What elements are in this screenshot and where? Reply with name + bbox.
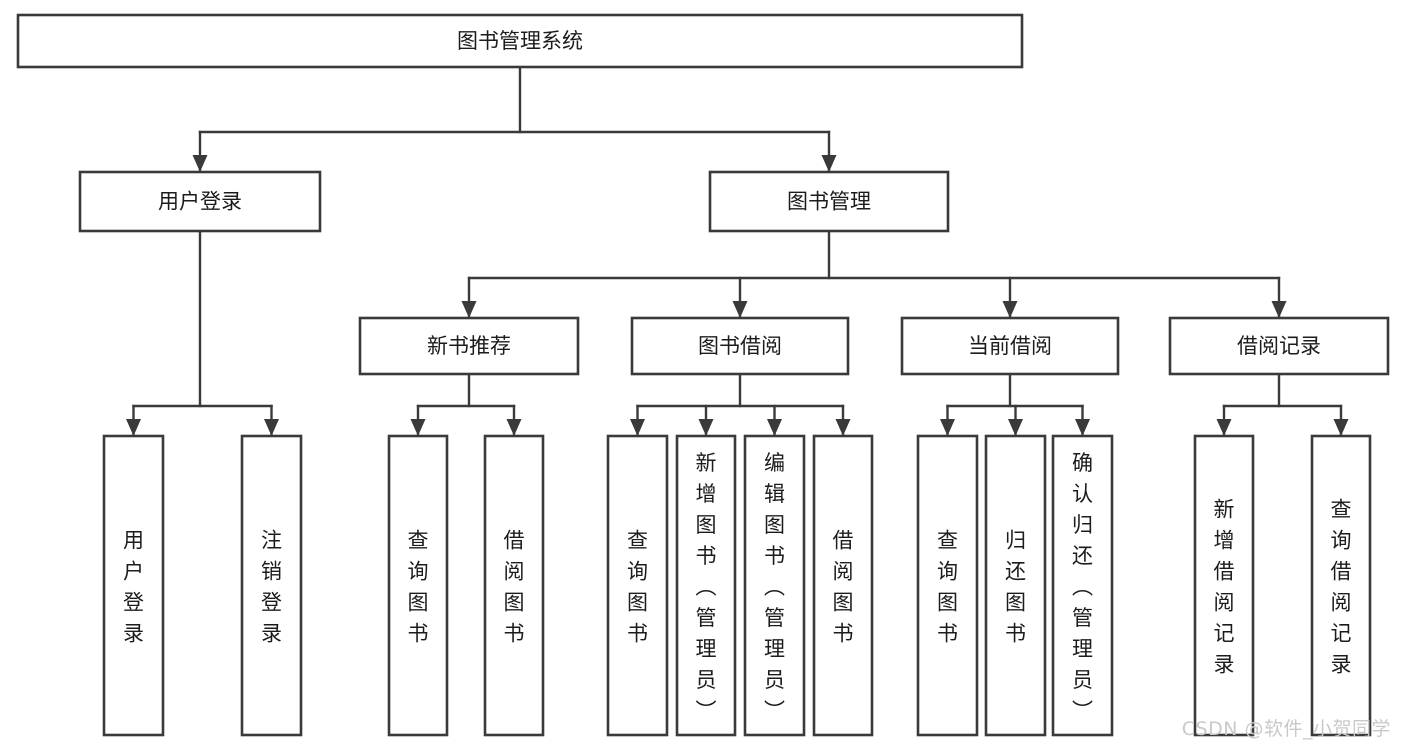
node-user-login-label: 用户登录	[158, 190, 242, 214]
node-leaf-add-borrow-record-label: 新增借阅记录	[1214, 498, 1235, 677]
node-leaf-logout-login[interactable]	[240, 434, 303, 737]
node-new-book-recommend-label: 新书推荐	[427, 334, 511, 358]
node-leaf-query-book-2-label: 查询图书	[627, 529, 648, 646]
node-book-borrow[interactable]	[630, 316, 850, 376]
node-book-management[interactable]	[708, 170, 950, 233]
node-leaf-user-login-label: 用户登录	[123, 529, 144, 646]
node-borrow-record-label: 借阅记录	[1237, 334, 1321, 358]
node-leaf-query-book-2[interactable]	[606, 434, 669, 737]
node-leaf-user-login[interactable]	[102, 434, 165, 737]
node-leaf-query-book-3-label: 查询图书	[937, 529, 958, 646]
node-book-borrow-label: 图书借阅	[698, 334, 782, 358]
node-leaf-query-book-1[interactable]	[387, 434, 449, 737]
watermark-text: CSDN @软件_小贺同学	[1181, 718, 1391, 740]
node-leaf-logout-login-label: 注销登录	[261, 529, 282, 646]
node-leaf-return-book[interactable]	[984, 434, 1047, 737]
node-current-borrow-label: 当前借阅	[968, 334, 1052, 358]
node-user-login[interactable]	[78, 170, 322, 233]
node-leaf-borrow-book-2-label: 借阅图书	[833, 529, 854, 646]
node-leaf-add-book-label: 新增图书︵管理员︶	[696, 451, 717, 723]
node-leaf-borrow-book-1[interactable]	[483, 434, 545, 737]
node-leaf-query-book-3[interactable]	[916, 434, 979, 737]
node-leaf-query-book-1-label: 查询图书	[408, 529, 429, 646]
node-leaf-return-book-label: 归还图书	[1005, 529, 1026, 646]
labels-layer: 图书管理系统用户登录图书管理新书推荐图书借阅当前借阅借阅记录用户登录注销登录查询…	[123, 29, 1352, 723]
node-leaf-add-borrow-record[interactable]	[1193, 434, 1255, 737]
boxes-layer	[16, 13, 1390, 737]
node-leaf-confirm-return-label: 确认归还︵管理员︶	[1072, 451, 1093, 723]
node-current-borrow[interactable]	[900, 316, 1120, 376]
node-book-management-label: 图书管理	[787, 190, 871, 214]
node-leaf-query-borrow-record[interactable]	[1310, 434, 1372, 737]
node-leaf-edit-book[interactable]	[743, 434, 806, 737]
connectors-layer	[126, 65, 1349, 437]
node-leaf-query-borrow-record-label: 查询借阅记录	[1331, 498, 1352, 677]
node-leaf-edit-book-label: 编辑图书︵管理员︶	[764, 451, 785, 723]
node-new-book-recommend[interactable]	[358, 316, 580, 376]
node-leaf-borrow-book-2[interactable]	[812, 434, 874, 737]
node-leaf-confirm-return[interactable]	[1051, 434, 1114, 737]
node-root-label: 图书管理系统	[457, 29, 583, 53]
node-root[interactable]	[16, 13, 1024, 69]
node-leaf-borrow-book-1-label: 借阅图书	[504, 529, 525, 646]
node-leaf-add-book[interactable]	[675, 434, 737, 737]
node-borrow-record[interactable]	[1168, 316, 1390, 376]
